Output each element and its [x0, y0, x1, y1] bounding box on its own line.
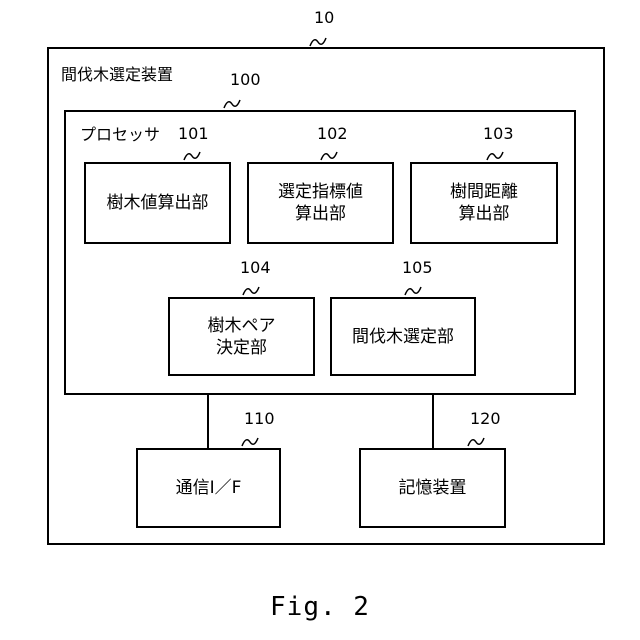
thinning-selection-box: 間伐木選定部: [330, 297, 476, 376]
storage-device-label: 記憶装置: [399, 477, 467, 499]
selection-index-calc-label-line1: 選定指標値: [278, 181, 363, 203]
ref-104: 104: [240, 258, 271, 278]
ref-102: 102: [317, 124, 348, 144]
figure-caption: Fig. 2: [0, 592, 640, 622]
tree-distance-calc-box: 樹間距離 算出部: [410, 162, 558, 244]
tree-distance-calc-label-line2: 算出部: [450, 203, 518, 225]
tree-value-calc-label: 樹木値算出部: [107, 192, 209, 214]
selection-index-calc-box: 選定指標値 算出部: [247, 162, 394, 244]
storage-device-box: 記憶装置: [359, 448, 506, 528]
ref-103: 103: [483, 124, 514, 144]
tree-pair-decision-label-line1: 樹木ペア: [208, 315, 276, 337]
tree-pair-decision-box: 樹木ペア 決定部: [168, 297, 315, 376]
tree-value-calc-box: 樹木値算出部: [84, 162, 231, 244]
tree-pair-decision-label-line2: 決定部: [208, 337, 276, 359]
processor-title: プロセッサ: [80, 124, 160, 146]
ref-105: 105: [402, 258, 433, 278]
thinning-selection-label: 間伐木選定部: [352, 326, 454, 348]
tree-distance-calc-label-line1: 樹間距離: [450, 181, 518, 203]
device-title: 間伐木選定装置: [61, 64, 173, 86]
ref-120: 120: [470, 409, 501, 429]
processor-box: [64, 110, 576, 395]
ref-110: 110: [244, 409, 275, 429]
ref-100: 100: [230, 70, 261, 90]
ref-101: 101: [178, 124, 209, 144]
ref-10: 10: [314, 8, 334, 28]
comm-interface-box: 通信I／F: [136, 448, 281, 528]
selection-index-calc-label-line2: 算出部: [278, 203, 363, 225]
comm-interface-label: 通信I／F: [176, 477, 242, 499]
leader-10: [310, 38, 326, 46]
